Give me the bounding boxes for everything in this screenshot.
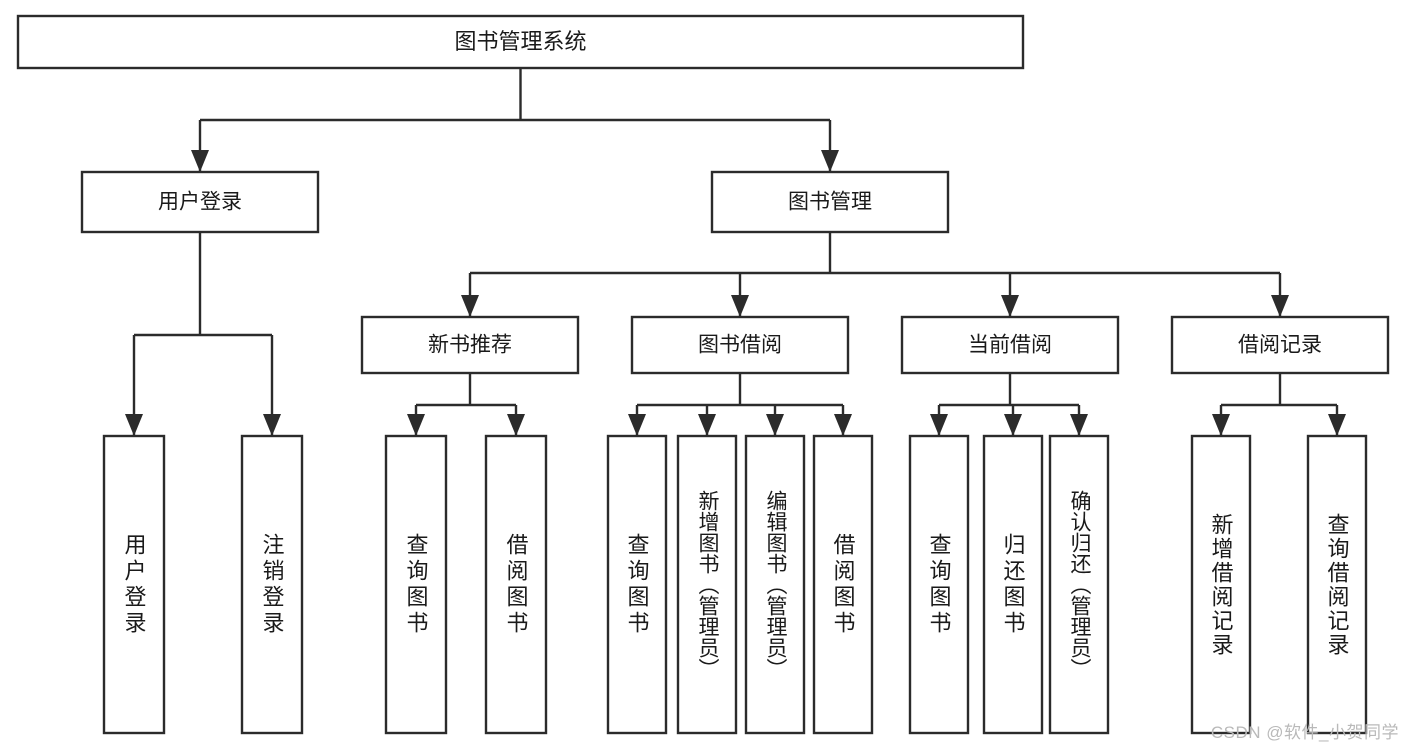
arrow-head-l3-1-2 [766,414,784,436]
node-box-leaf-add-book-admin[interactable] [676,434,738,735]
arrow-head-l3-2-2 [1070,414,1088,436]
node-label-system-root: 图书管理系统 [454,29,586,54]
arrow-head-bookmgmt-0 [461,295,479,317]
node-box-book-management[interactable] [710,170,950,234]
node-box-leaf-add-borrow-record[interactable] [1190,434,1252,735]
arrow-head-l3-0-0 [407,414,425,436]
node-box-leaf-user-login[interactable] [102,434,166,735]
node-label-current-borrow: 当前借阅 [968,334,1052,357]
node-box-new-book-recommend[interactable] [360,315,580,375]
arrow-head-l3-0-1 [507,414,525,436]
node-box-leaf-query-book-current[interactable] [908,434,970,735]
node-label-borrow-records: 借阅记录 [1238,334,1322,357]
connector-layer [125,68,1346,436]
arrow-head-l3-3-1 [1328,414,1346,436]
node-box-leaf-borrow-book[interactable] [812,434,874,735]
node-box-leaf-query-borrow-record[interactable] [1306,434,1368,735]
arrow-head-l3-2-1 [1004,414,1022,436]
arrow-head-l3-1-0 [628,414,646,436]
arrow-head-l3-1-1 [698,414,716,436]
node-box-leaf-return-book[interactable] [982,434,1044,735]
node-box-current-borrow[interactable] [900,315,1120,375]
node-label-user-login: 用户登录 [158,191,242,214]
arrow-head-root-0 [191,150,209,172]
node-box-leaf-query-book-recommend[interactable] [384,434,448,735]
node-box-user-login[interactable] [80,170,320,234]
arrow-head-bookmgmt-3 [1271,295,1289,317]
arrow-head-userlogin-0 [125,414,143,436]
node-box-leaf-logout-login[interactable] [240,434,304,735]
arrow-head-l3-2-0 [930,414,948,436]
watermark-text: CSDN @软件_小贺同学 [1210,723,1399,742]
arrow-head-bookmgmt-1 [731,295,749,317]
node-box-book-borrow[interactable] [630,315,850,375]
node-label-book-management: 图书管理 [788,191,872,214]
node-box-leaf-query-book-borrow[interactable] [606,434,668,735]
arrow-head-l3-1-3 [834,414,852,436]
box-layer [16,14,1390,735]
arrow-head-l3-3-0 [1212,414,1230,436]
arrow-head-userlogin-1 [263,414,281,436]
node-box-leaf-edit-book-admin[interactable] [744,434,806,735]
arrow-head-root-1 [821,150,839,172]
node-box-leaf-borrow-book-recommend[interactable] [484,434,548,735]
node-box-system-root[interactable] [16,14,1025,70]
node-label-book-borrow: 图书借阅 [698,334,782,357]
node-box-leaf-confirm-return-admin[interactable] [1048,434,1110,735]
node-label-new-book-recommend: 新书推荐 [428,334,512,357]
node-box-borrow-records[interactable] [1170,315,1390,375]
arrow-head-bookmgmt-2 [1001,295,1019,317]
